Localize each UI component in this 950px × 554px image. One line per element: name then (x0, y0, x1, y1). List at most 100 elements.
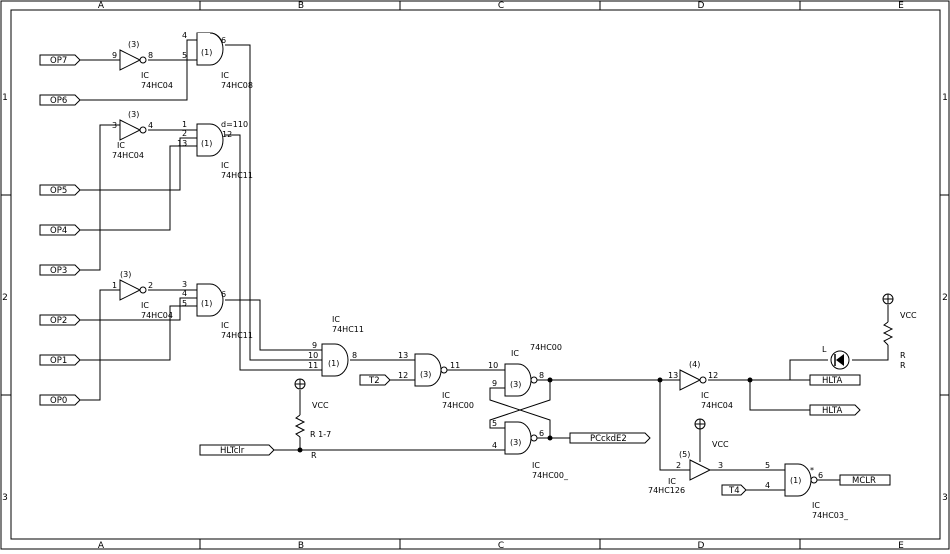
svg-text:OP3: OP3 (50, 266, 67, 276)
port-hlta-2[interactable]: HLTA (809, 404, 861, 416)
svg-text:9: 9 (112, 51, 117, 60)
port-hlta-1[interactable]: HLTA (809, 374, 861, 386)
svg-text:IC: IC (117, 141, 125, 150)
col-label-e: E (898, 1, 904, 11)
port-mclr[interactable]: MCLR (839, 474, 891, 486)
svg-text:T4: T4 (728, 486, 740, 496)
svg-text:74HC11: 74HC11 (221, 171, 253, 180)
svg-text:4: 4 (765, 481, 770, 490)
svg-text:5: 5 (182, 299, 187, 308)
port-op4[interactable]: OP4 (39, 224, 81, 236)
svg-text:(1): (1) (201, 139, 212, 148)
svg-text:12: 12 (222, 130, 232, 139)
svg-text:(3): (3) (420, 370, 431, 379)
svg-text:9: 9 (492, 379, 497, 388)
svg-text:10: 10 (308, 351, 318, 360)
svg-text:IC: IC (221, 71, 229, 80)
svg-text:IC: IC (532, 461, 540, 470)
svg-text:8: 8 (539, 371, 544, 380)
buffer-u12-symbol: VCC (5) 2 3 IC 74HC126 (648, 418, 729, 495)
svg-text:74HC00: 74HC00 (530, 343, 562, 352)
svg-text:3: 3 (182, 280, 187, 289)
port-op7[interactable]: OP7 (39, 54, 81, 66)
and-gate-u6-symbol: (1) 3 4 5 6 IC 74HC11 (182, 280, 253, 340)
port-op2[interactable]: OP2 (39, 314, 81, 326)
svg-text:(5): (5) (679, 450, 690, 459)
svg-text:6: 6 (221, 36, 226, 45)
port-op0[interactable]: OP0 (39, 394, 81, 406)
svg-text:12: 12 (708, 371, 718, 380)
svg-text:IC: IC (141, 71, 149, 80)
port-op3[interactable]: OP3 (39, 264, 81, 276)
svg-text:1: 1 (182, 120, 187, 129)
col-label-b: B (298, 1, 304, 11)
svg-text:74HC04: 74HC04 (112, 151, 144, 160)
svg-text:3: 3 (718, 461, 723, 470)
svg-text:13: 13 (398, 351, 408, 360)
svg-text:VCC: VCC (712, 440, 729, 449)
svg-text:74HC03_: 74HC03_ (812, 511, 849, 520)
port-op5[interactable]: OP5 (39, 184, 81, 196)
svg-text:4: 4 (148, 121, 153, 130)
svg-text:IC: IC (221, 161, 229, 170)
svg-text:4: 4 (182, 289, 187, 298)
port-pcckde2[interactable]: PCckdE2 (569, 432, 651, 444)
svg-text:12: 12 (398, 371, 408, 380)
svg-text:(1): (1) (328, 359, 339, 368)
svg-text:IC: IC (141, 301, 149, 310)
svg-text:5: 5 (765, 461, 770, 470)
port-op1[interactable]: OP1 (39, 354, 81, 366)
port-t2[interactable]: T2 (359, 374, 391, 386)
svg-text:OP1: OP1 (50, 356, 67, 366)
port-t4[interactable]: T4 (721, 484, 747, 496)
row-label-1-right: 1 (942, 93, 948, 103)
inverter-u11-symbol: (4) 13 12 IC 74HC04 (668, 360, 733, 410)
col-label-b-bottom: B (298, 541, 304, 550)
svg-text:OP6: OP6 (50, 96, 67, 106)
port-hltclr[interactable]: HLTclr (199, 444, 275, 456)
svg-text:(3): (3) (120, 270, 131, 279)
svg-text:OP4: OP4 (50, 226, 67, 236)
inverter-u5-symbol: (3) 1 2 IC 74HC04 (112, 270, 173, 320)
svg-text:d=110: d=110 (221, 120, 248, 129)
svg-text:74HC04: 74HC04 (141, 311, 173, 320)
svg-text:74HC08: 74HC08 (221, 81, 253, 90)
svg-text:74HC04: 74HC04 (701, 401, 733, 410)
resistor-rled-symbol: VCC R R (882, 293, 917, 370)
svg-text:OP2: OP2 (50, 316, 67, 326)
svg-text:HLTclr: HLTclr (220, 446, 245, 456)
svg-text:OP0: OP0 (50, 396, 67, 406)
svg-text:IC: IC (812, 501, 820, 510)
svg-text:MCLR: MCLR (852, 476, 876, 486)
svg-text:6: 6 (539, 429, 544, 438)
svg-text:T2: T2 (368, 376, 380, 386)
col-label-d-bottom: D (698, 541, 705, 550)
svg-text:(3): (3) (510, 438, 521, 447)
svg-text:8: 8 (148, 51, 153, 60)
svg-text:(3): (3) (128, 110, 139, 119)
svg-text:74HC04: 74HC04 (141, 81, 173, 90)
svg-text:(1): (1) (201, 48, 212, 57)
svg-text:4: 4 (182, 31, 187, 40)
svg-text:74HC11: 74HC11 (332, 325, 364, 334)
svg-text:IC: IC (332, 315, 340, 324)
port-op6[interactable]: OP6 (39, 94, 81, 106)
svg-text:VCC: VCC (900, 311, 917, 320)
svg-text:PCckdE2: PCckdE2 (590, 434, 627, 444)
row-label-2: 2 (2, 293, 8, 303)
inverter-u1-symbol: (3) 9 8 IC 74HC04 (112, 40, 173, 90)
svg-text:74HC126: 74HC126 (648, 486, 685, 495)
svg-text:11: 11 (450, 361, 460, 370)
svg-text:(3): (3) (128, 40, 139, 49)
svg-text:3: 3 (112, 121, 117, 130)
svg-text:IC: IC (668, 477, 676, 486)
svg-text:13: 13 (177, 139, 187, 148)
svg-text:2: 2 (182, 129, 187, 138)
svg-text:(4): (4) (689, 360, 700, 369)
svg-text:*: * (810, 466, 814, 475)
svg-text:(1): (1) (201, 299, 212, 308)
svg-text:R 1-7: R 1-7 (310, 430, 331, 439)
col-label-c-bottom: C (498, 541, 504, 550)
svg-text:(1): (1) (790, 476, 801, 485)
